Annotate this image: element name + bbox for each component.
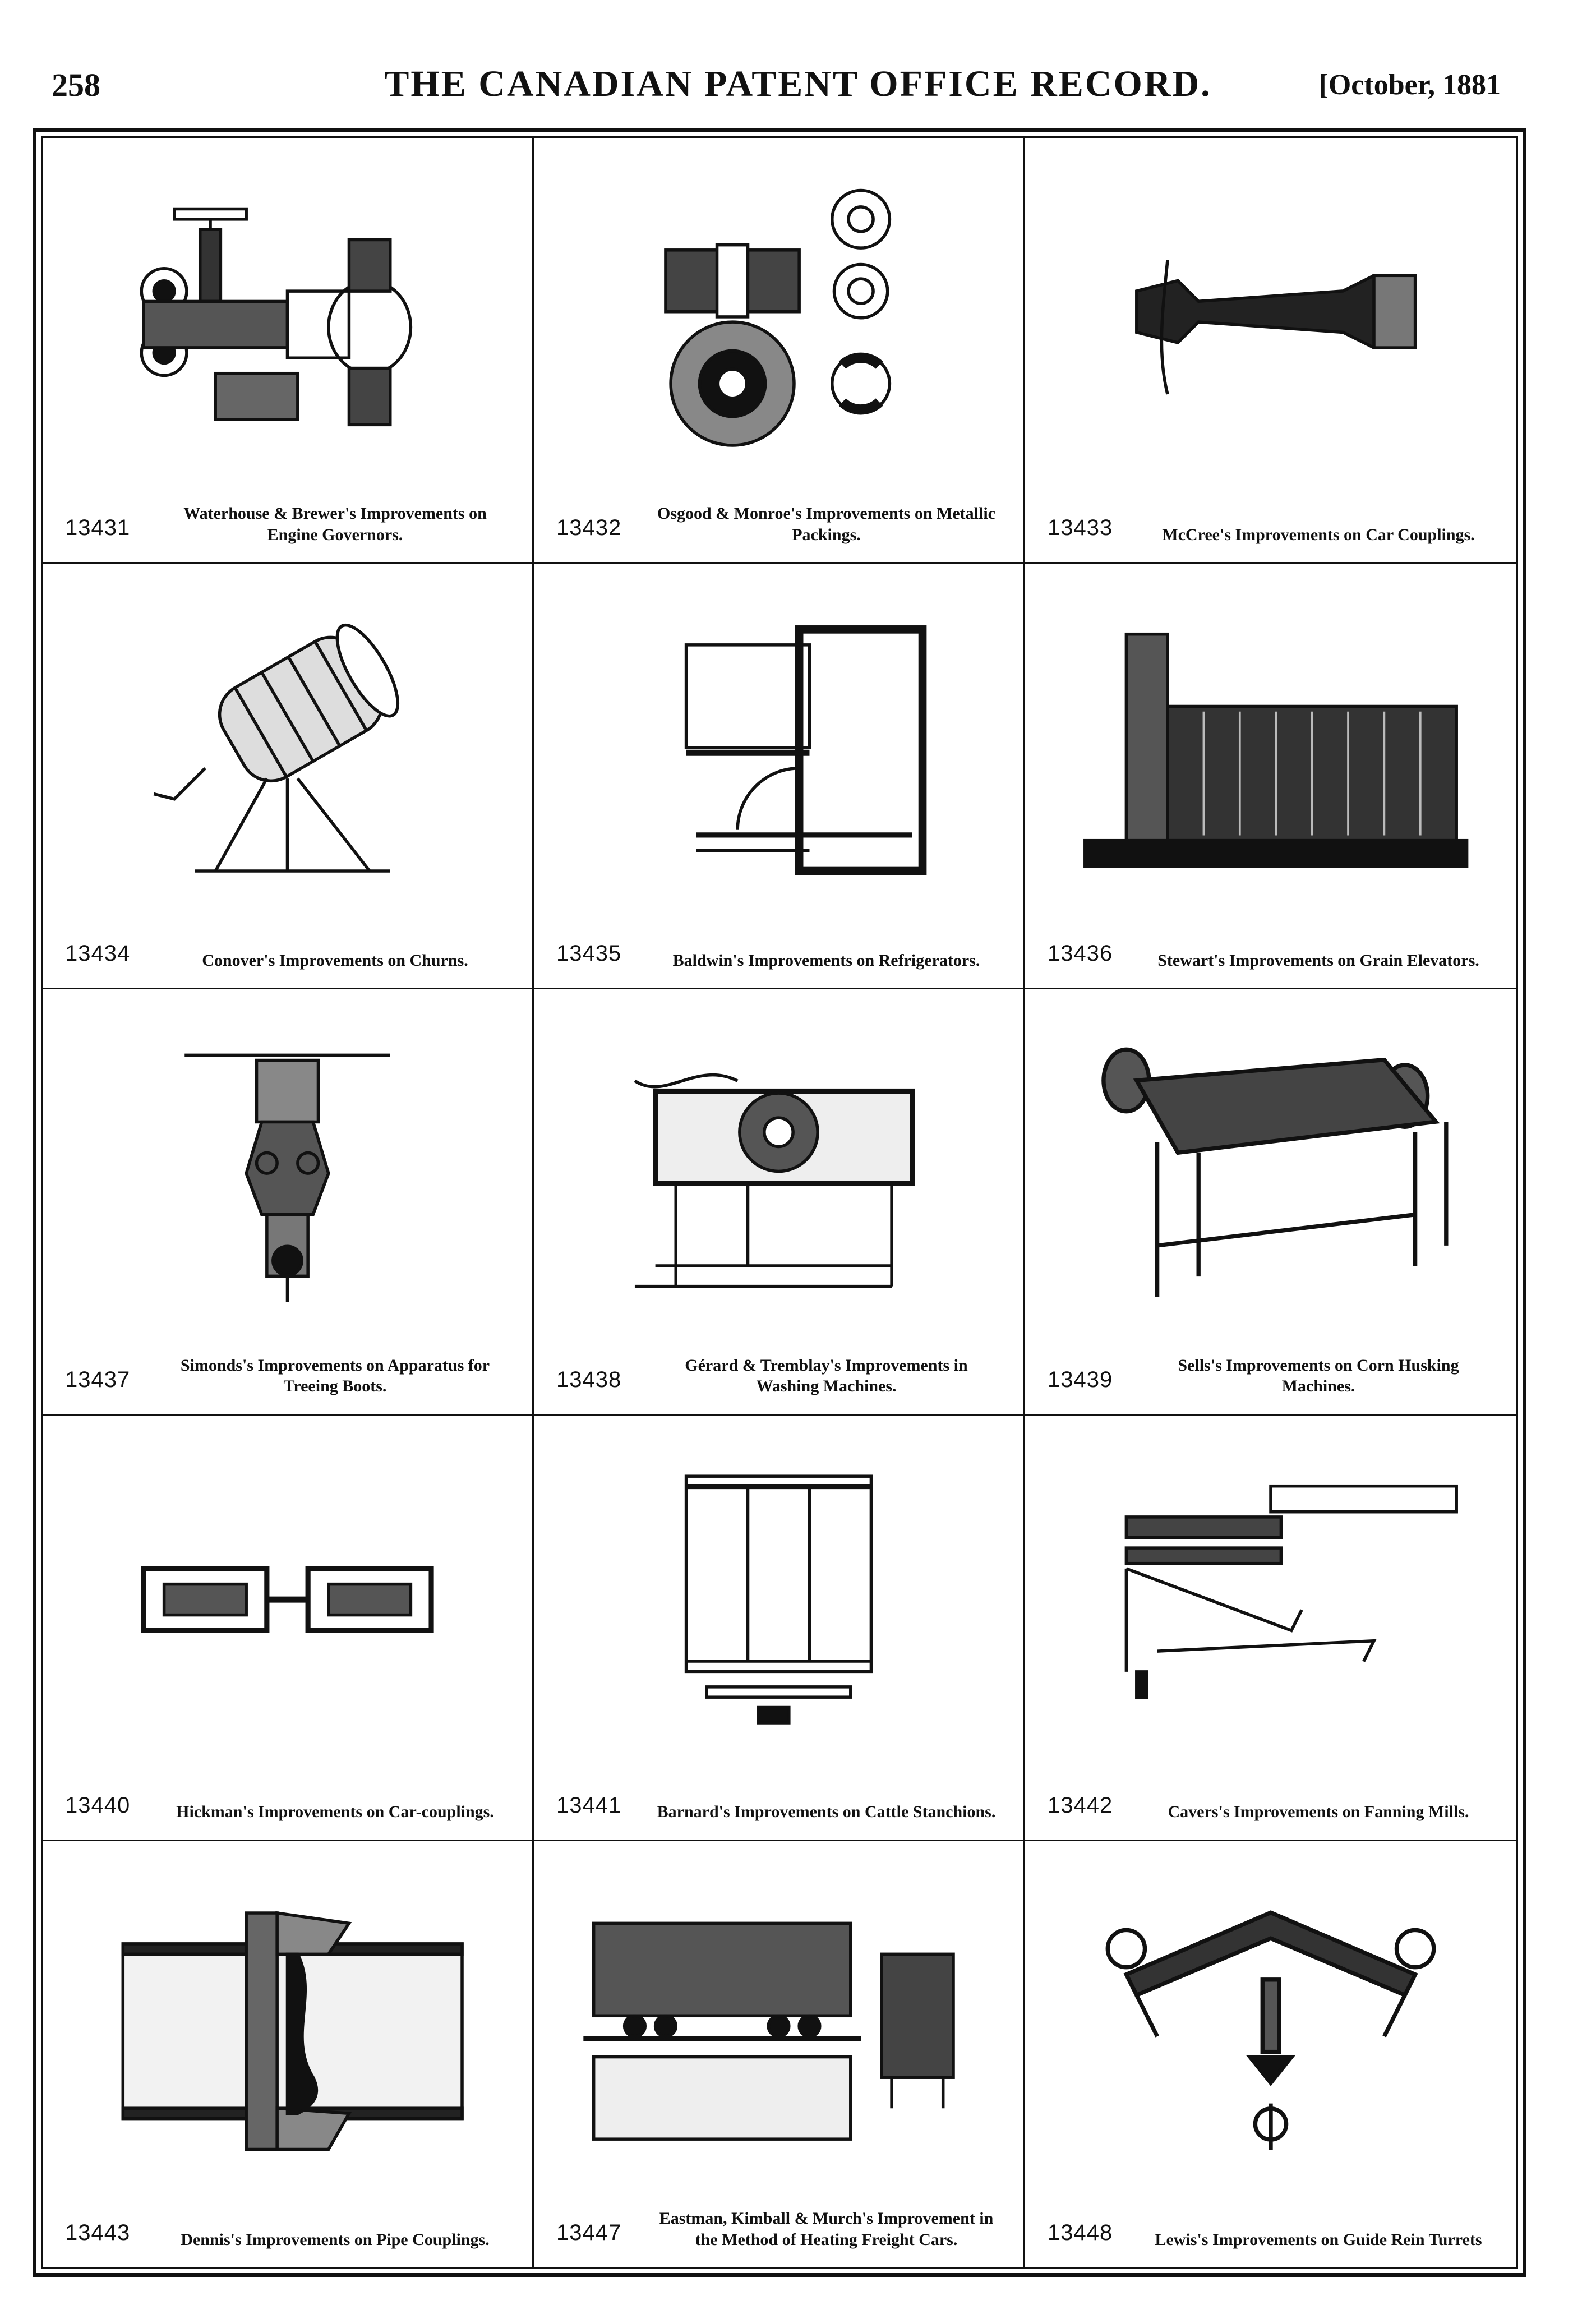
issue-date: [October, 1881: [1318, 69, 1501, 101]
washing-machine-drawing: [573, 1012, 984, 1335]
patent-caption: Stewart's Improvements on Grain Elevator…: [1157, 951, 1479, 970]
patent-cell: 13431 Waterhouse & Brewer's Improvements…: [43, 138, 534, 564]
car-coupling-plan-drawing: [82, 1438, 493, 1761]
patent-cell: 13434 Conover's Improvements on Churns.: [43, 564, 534, 990]
patent-cell: 13432 Osgood & Monroe's Improvements on …: [534, 138, 1025, 564]
patent-number: 13447: [556, 2220, 622, 2245]
car-coupling-drawing: [1064, 160, 1477, 483]
engine-governor-drawing: [82, 160, 493, 483]
patent-caption: Dennis's Improvements on Pipe Couplings.: [181, 2230, 490, 2249]
patent-cell: 13443 Dennis's Improvements on Pipe Coup…: [43, 1841, 534, 2267]
patent-cell: 13433 McCree's Improvements on Car Coupl…: [1025, 138, 1516, 564]
page-title: THE CANADIAN PATENT OFFICE RECORD.: [384, 63, 1212, 104]
patent-cell: 13437 Simonds's Improvements on Apparatu…: [43, 989, 534, 1416]
patent-caption: Cavers's Improvements on Fanning Mills.: [1168, 1803, 1469, 1822]
patent-caption: Hickman's Improvements on Car-couplings.: [176, 1803, 494, 1822]
boot-treeing-apparatus-drawing: [82, 1012, 493, 1335]
churn-drawing: [82, 586, 493, 909]
refrigerator-drawing: [573, 586, 984, 909]
patent-number: 13432: [556, 515, 622, 541]
patent-cell: 13441 Barnard's Improvements on Cattle S…: [534, 1415, 1025, 1841]
patent-cell: 13439 Sells's Improvements on Corn Huski…: [1025, 989, 1516, 1416]
patent-cell: 13440 Hickman's Improvements on Car-coup…: [43, 1415, 534, 1841]
patent-caption: Sells's Improvements on Corn Husking Mac…: [1178, 1356, 1459, 1396]
patent-cell: 13447 Eastman, Kimball & Murch's Improve…: [534, 1841, 1025, 2267]
patent-number: 13439: [1048, 1367, 1113, 1392]
patent-caption: Barnard's Improvements on Cattle Stanchi…: [657, 1803, 996, 1822]
patent-caption: Eastman, Kimball & Murch's Improvement i…: [659, 2209, 994, 2249]
patent-cell: 13438 Gérard & Tremblay's Improvements i…: [534, 989, 1025, 1416]
pipe-coupling-drawing: [82, 1864, 493, 2188]
patent-caption: Conover's Improvements on Churns.: [202, 951, 468, 970]
patent-number: 13437: [65, 1367, 131, 1392]
patent-number: 13433: [1048, 515, 1113, 541]
patent-cell: 13435 Baldwin's Improvements on Refriger…: [534, 564, 1025, 990]
patent-caption: Lewis's Improvements on Guide Rein Turre…: [1155, 2230, 1482, 2249]
corn-husking-machine-drawing: [1064, 1012, 1477, 1335]
patent-grid: 13431 Waterhouse & Brewer's Improvements…: [41, 136, 1518, 2269]
patent-caption: Osgood & Monroe's Improvements on Metall…: [657, 504, 995, 544]
fanning-mill-drawing: [1064, 1438, 1477, 1761]
page-header: 258 THE CANADIAN PATENT OFFICE RECORD. […: [0, 0, 1596, 129]
grain-elevator-drawing: [1064, 586, 1477, 909]
patent-number: 13434: [65, 941, 131, 966]
patent-number: 13443: [65, 2220, 131, 2245]
cattle-stanchion-drawing: [573, 1438, 984, 1761]
patent-cell: 13442 Cavers's Improvements on Fanning M…: [1025, 1416, 1516, 1841]
freight-car-heating-drawing: [573, 1864, 984, 2188]
patent-number: 13436: [1048, 941, 1113, 966]
patent-caption: Simonds's Improvements on Apparatus for …: [180, 1356, 490, 1396]
patent-number: 13440: [65, 1792, 131, 1818]
patent-caption: McCree's Improvements on Car Couplings.: [1162, 525, 1475, 544]
patent-cell: 13436 Stewart's Improvements on Grain El…: [1025, 564, 1516, 990]
patent-cell: 13448 Lewis's Improvements on Guide Rein…: [1025, 1841, 1516, 2267]
patent-number: 13431: [65, 515, 131, 541]
patent-number: 13448: [1048, 2220, 1113, 2245]
metallic-packing-drawing: [573, 160, 984, 483]
patent-caption: Gérard & Tremblay's Improvements in Wash…: [685, 1356, 968, 1396]
patent-plate: 13431 Waterhouse & Brewer's Improvements…: [33, 128, 1526, 2277]
patent-number: 13442: [1048, 1792, 1113, 1818]
patent-number: 13435: [556, 941, 622, 966]
patent-number: 13441: [556, 1792, 622, 1818]
patent-caption: Waterhouse & Brewer's Improvements on En…: [183, 504, 487, 544]
page-number: 258: [52, 67, 100, 103]
patent-caption: Baldwin's Improvements on Refrigerators.: [672, 951, 980, 970]
patent-number: 13438: [556, 1367, 622, 1392]
guide-rein-turret-drawing: [1064, 1864, 1477, 2188]
